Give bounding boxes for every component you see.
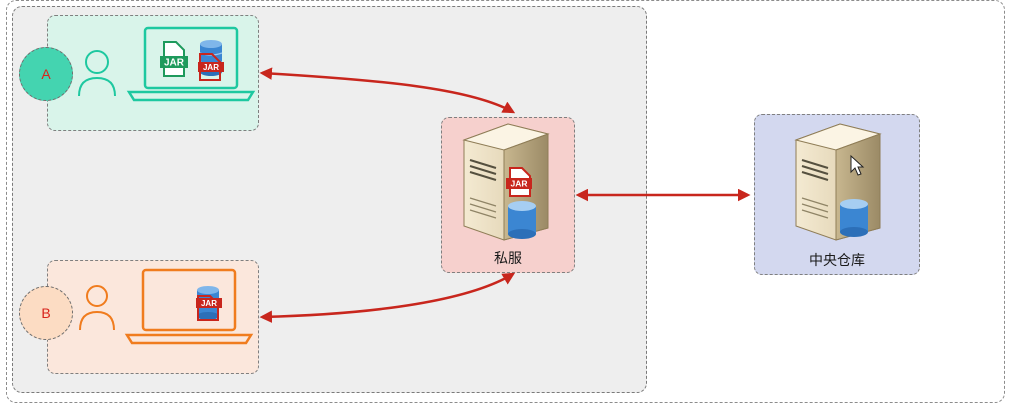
jar-file-icon: JAR <box>198 53 224 81</box>
jar-file-icon: JAR <box>196 295 222 321</box>
jar-label: JAR <box>510 179 527 189</box>
arrow-b-private-server <box>259 272 516 323</box>
laptop-icon <box>126 26 256 102</box>
private-server-label: 私服 <box>494 251 522 267</box>
jar-file-icon: JAR <box>506 167 532 197</box>
arrow-a-private-server <box>259 67 516 114</box>
developer-b-badge: B <box>19 286 73 340</box>
developer-a-panel <box>47 15 259 131</box>
jar-label: JAR <box>201 299 217 308</box>
jar-label: JAR <box>203 63 219 72</box>
internet-frame <box>6 0 1005 403</box>
database-icon <box>508 201 536 239</box>
developer-a-badge: A <box>19 47 73 101</box>
cursor-icon <box>850 154 865 176</box>
jar-label: JAR <box>164 58 185 69</box>
jar-file-icon: JAR <box>160 41 188 77</box>
developer-b-panel <box>47 260 259 374</box>
central-repository-label: 中央仓库 <box>809 253 865 269</box>
user-icon <box>79 285 115 331</box>
database-icon <box>840 199 868 237</box>
user-icon <box>78 50 116 97</box>
laptop-icon <box>124 268 254 345</box>
